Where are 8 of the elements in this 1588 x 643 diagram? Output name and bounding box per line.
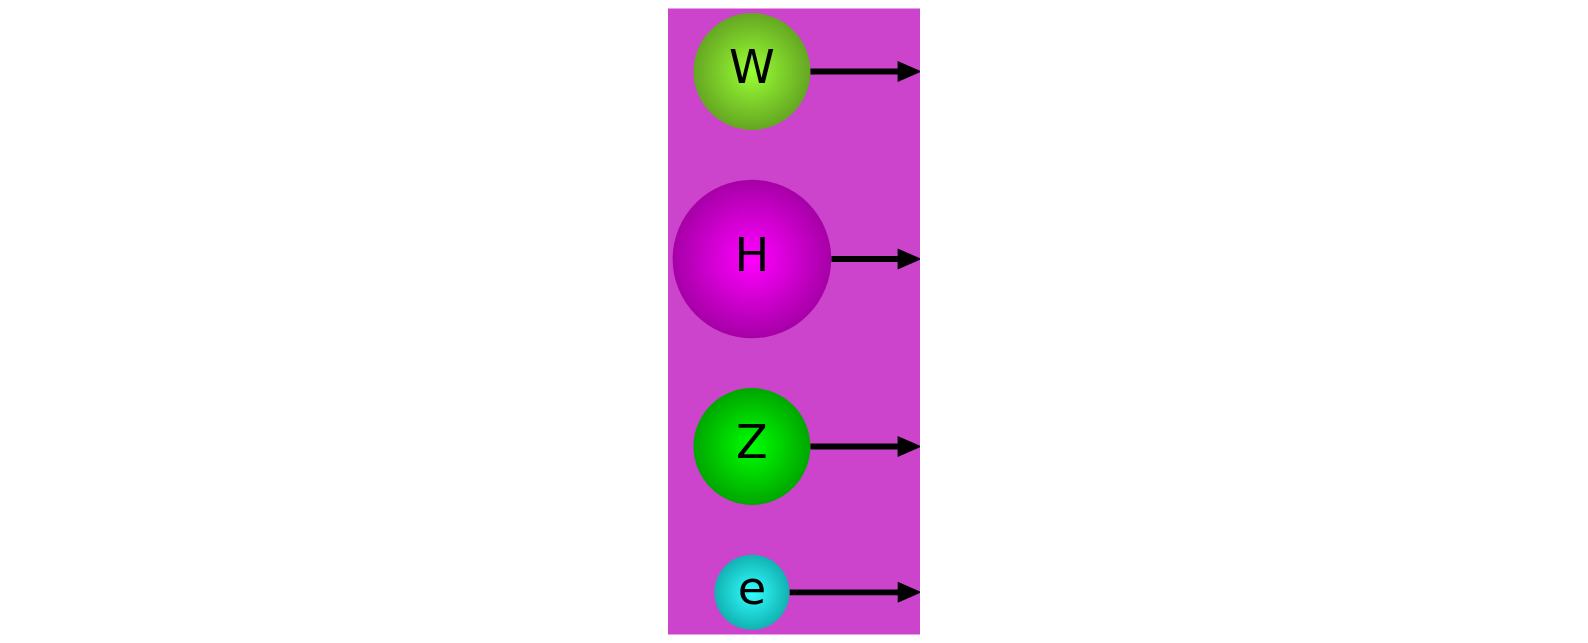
arrow [789,581,920,603]
arrow [810,61,920,82]
arrow [831,248,920,270]
node-circle: Z [693,388,811,505]
node-circle: e [714,554,790,630]
node-circle: H [672,179,832,339]
node-circle: W [693,13,811,130]
arrow [810,436,920,457]
